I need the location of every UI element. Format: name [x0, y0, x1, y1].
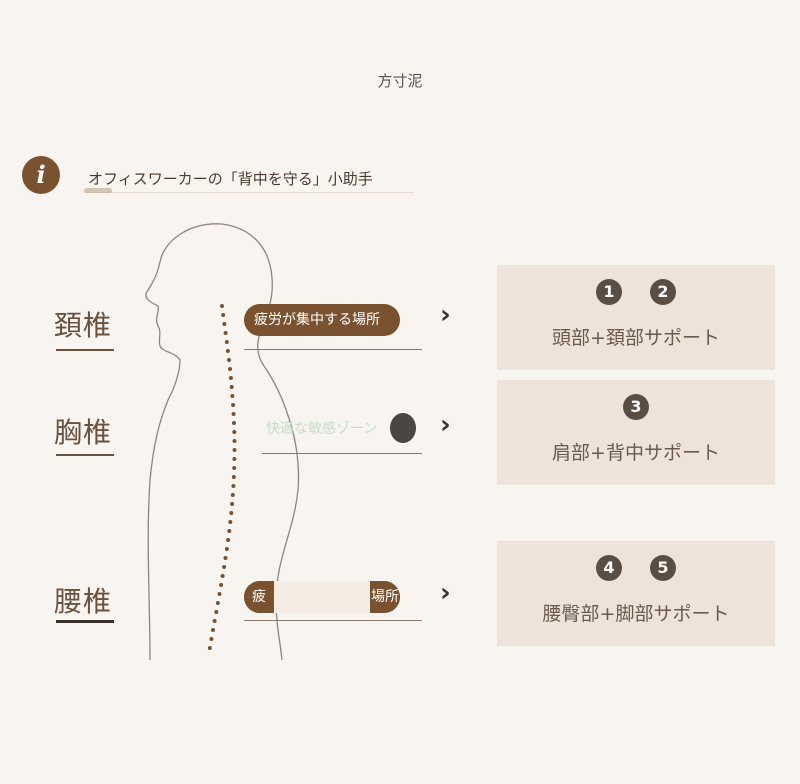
label-cervical: 頚椎: [54, 309, 113, 342]
number-badge: 3: [623, 394, 649, 420]
spine-dot: [230, 493, 235, 497]
spine-dot: [212, 619, 217, 623]
chevron-right-icon: ›: [440, 410, 451, 440]
spine-dot: [232, 439, 237, 443]
spine-dot: [220, 574, 225, 578]
spine-dot: [222, 565, 227, 569]
pill-right-text: 場所: [370, 581, 400, 613]
pill-left-text: 疲: [244, 581, 274, 613]
spine-dot: [222, 322, 227, 326]
pointer-line: [244, 620, 422, 621]
header-underline: [84, 192, 414, 193]
spine-dot: [231, 403, 236, 407]
spine-dot: [232, 457, 237, 461]
spine-dot: [231, 475, 236, 479]
pointer-line: [262, 453, 422, 454]
spine-dot: [231, 484, 236, 488]
header-smudge: [84, 188, 112, 193]
spine-dot: [219, 583, 224, 587]
spine-dot: [227, 358, 231, 362]
pill-blurred-section: [274, 581, 370, 613]
chevron-right-icon: ›: [440, 300, 451, 330]
label-underline: [56, 349, 114, 351]
label-underline: [56, 620, 114, 623]
spine-dot: [232, 430, 237, 434]
chevron-right-icon: ›: [440, 578, 451, 608]
spine-dot: [231, 412, 236, 416]
label-lumbar: 腰椎: [54, 585, 113, 618]
spine-dot: [230, 394, 235, 398]
spine-dot: [228, 520, 233, 524]
support-card-waist-legs: 4 5 腰臀部+脚部サポート: [497, 541, 775, 646]
card-text: 頭部+頚部サポート: [552, 327, 720, 349]
brand-name: 方寸泥: [377, 72, 423, 90]
spine-dot: [220, 304, 224, 308]
spine-dot: [223, 331, 228, 335]
spine-dot: [228, 367, 232, 371]
spine-dot: [232, 466, 237, 470]
spine-dot: [226, 538, 231, 542]
pill-lumbar-fatigue: 疲 場所: [244, 581, 400, 613]
spine-dot: [217, 592, 222, 596]
number-badge: 1: [596, 279, 622, 305]
spine-dot: [223, 556, 228, 560]
spine-dot: [225, 349, 230, 353]
support-card-head-neck: 1 2 頭部+頚部サポート: [497, 265, 775, 370]
spine-dot: [209, 637, 214, 641]
pill-dark-marker: [390, 413, 416, 443]
spine-dot: [221, 313, 226, 317]
number-badge: 4: [596, 555, 622, 581]
spine-dot: [224, 547, 229, 551]
label-thoracic: 胸椎: [54, 416, 113, 449]
body-outline: [145, 223, 300, 661]
spine-dots: [207, 304, 237, 650]
label-underline: [56, 454, 114, 456]
number-badge: 2: [650, 279, 676, 305]
spine-dot: [232, 421, 236, 425]
spine-dot: [211, 628, 215, 632]
info-icon: i: [22, 156, 60, 194]
card-text: 腰臀部+脚部サポート: [542, 603, 730, 625]
pointer-line: [244, 349, 422, 350]
spine-dot: [229, 385, 234, 389]
number-badge: 5: [650, 555, 676, 581]
spine-dot: [224, 340, 229, 344]
spine-dot: [214, 610, 219, 614]
spine-dot: [228, 376, 233, 380]
pill-fatigue-area: 疲労が集中する場所: [244, 304, 400, 336]
header-title: オフィスワーカーの「背中を守る」小助手: [88, 170, 373, 188]
pill-sensitive-zone: 快適な敏感ゾーン: [266, 421, 378, 437]
spine-dot: [227, 529, 232, 533]
support-card-shoulder-back: 3 肩部+背中サポート: [497, 380, 775, 485]
spine-dot: [229, 511, 234, 515]
spine-dot: [215, 601, 220, 605]
spine-dot: [207, 646, 212, 650]
card-text: 肩部+背中サポート: [552, 442, 720, 464]
spine-dot: [230, 502, 235, 506]
spine-dot: [232, 448, 237, 452]
